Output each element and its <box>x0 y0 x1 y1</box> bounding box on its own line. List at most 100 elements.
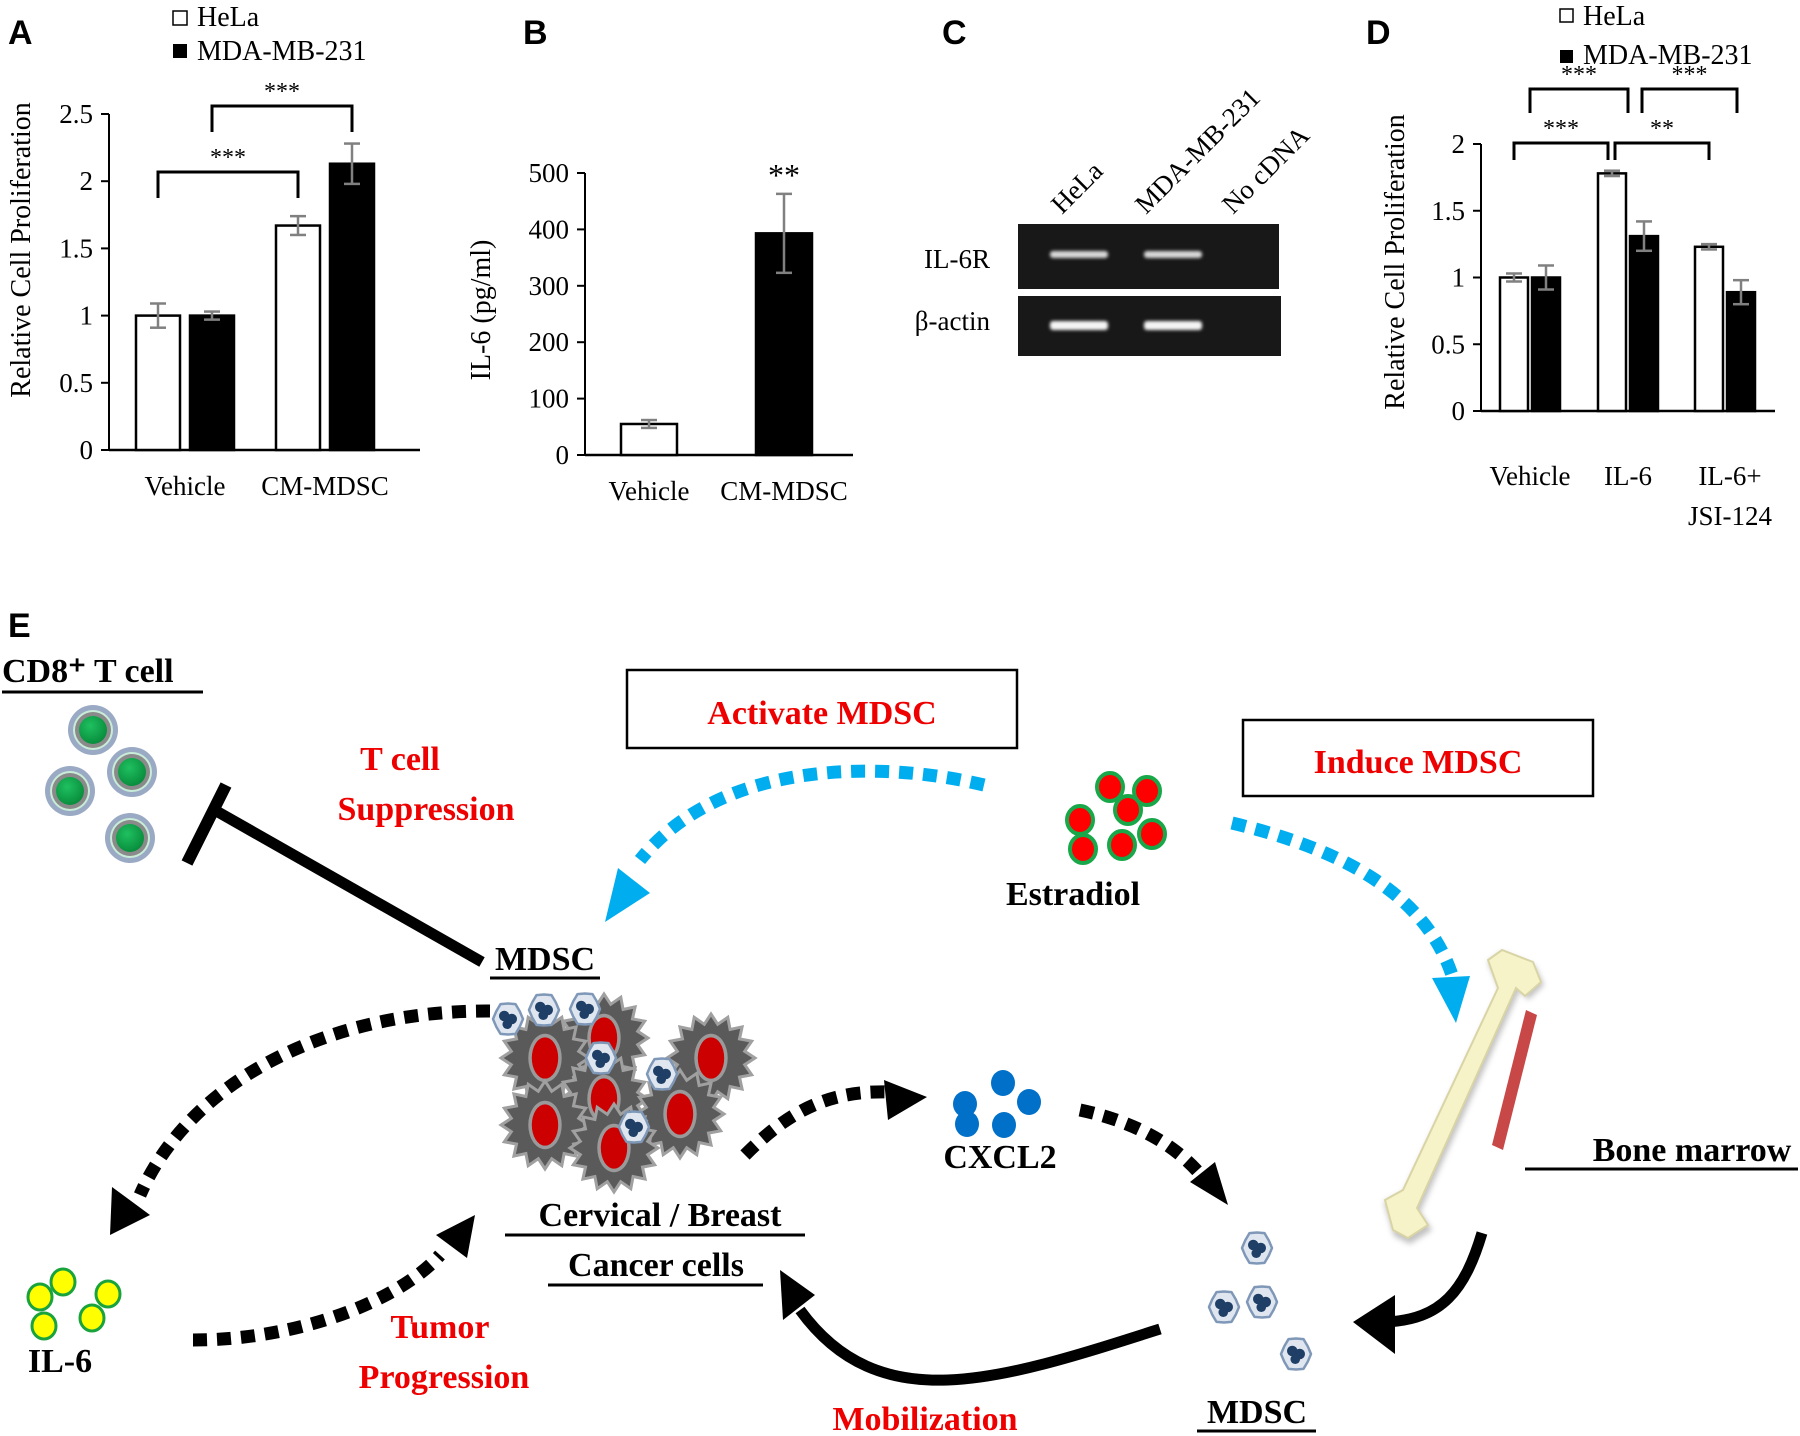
x-tick-label: IL-6 <box>1604 461 1652 491</box>
bone-marrow-cavity <box>1492 1010 1537 1150</box>
y-tick-label: 0 <box>556 440 570 470</box>
il6-icon <box>26 1267 122 1341</box>
cxcl2-to-mdsc-arrowhead-icon <box>1190 1162 1228 1205</box>
x-tick-label: JSI-124 <box>1688 501 1773 531</box>
y-tick-label: 400 <box>529 214 570 244</box>
significance-label: *** <box>1672 62 1708 88</box>
x-tick-label: IL-6+ <box>1698 461 1761 491</box>
il6-molecule <box>94 1279 122 1309</box>
significance-bracket <box>1528 87 1630 113</box>
il6-to-tumor-arrow <box>192 1250 445 1347</box>
label-activate-mdsc: Activate MDSC <box>707 695 936 732</box>
y-tick-label: 2 <box>1452 129 1466 159</box>
x-tick-label: CM-MDSC <box>720 476 848 506</box>
panel-label-c: C <box>942 14 967 52</box>
x-tick-label: Vehicle <box>609 476 690 506</box>
legend-label-mda-d: MDA-MB-231 <box>1583 40 1753 71</box>
cxcl2-to-mdsc-arrow <box>1078 1103 1211 1185</box>
cxcl2-icon <box>953 1070 1041 1138</box>
significance-bracket <box>1640 87 1739 113</box>
y-tick-label: 0.5 <box>1431 329 1465 359</box>
significance-label: *** <box>1543 116 1579 142</box>
diagram-panel-e: CD8⁺ T cell T cell Suppression Activate … <box>2 653 1798 1436</box>
activate-mdsc-box <box>625 668 1019 750</box>
cxcl2-molecule <box>991 1070 1015 1096</box>
gel-band <box>1050 251 1108 258</box>
bar-hela-0 <box>134 314 182 452</box>
label-cancer-cells: Cancer cells <box>568 1247 744 1284</box>
chart-a: HeLa MDA-MB-231 Relative Cell Proliferat… <box>6 2 420 501</box>
bone-to-mdsc-arrowhead-icon <box>1353 1295 1395 1354</box>
induce-mdsc-box <box>1241 718 1595 798</box>
il6-molecule <box>49 1267 77 1297</box>
gel-panel-c: HeLa MDA-MB-231 No cDNA IL-6R β-actin <box>915 82 1316 356</box>
label-suppression: Suppression <box>337 791 514 828</box>
gel-band <box>1144 251 1202 258</box>
bone-icon <box>1383 948 1544 1244</box>
mobilization-arrowhead-icon <box>780 1270 815 1320</box>
legend-swatch-mda-d <box>1560 50 1573 63</box>
estradiol-icon <box>1065 771 1167 865</box>
label-induce-mdsc: Induce MDSC <box>1314 744 1523 781</box>
activate-arrow <box>634 764 986 865</box>
bar-mda-mb-231-0 <box>1530 276 1562 413</box>
bar-hela-1 <box>1596 172 1628 413</box>
y-tick-label: 1 <box>80 301 94 331</box>
tumor-cluster-icon <box>491 991 758 1195</box>
bar-mda-mb-231-1 <box>1628 234 1660 413</box>
gel-row-label-il6r: IL-6R <box>924 244 990 274</box>
y-tick-label: 2.5 <box>59 99 93 129</box>
significance-label: ** <box>1650 116 1674 142</box>
bar-hela-2 <box>1693 245 1725 413</box>
gel-band <box>1144 321 1202 330</box>
mdsc-to-il6-arrow <box>134 1004 491 1198</box>
y-axis-title-a: Relative Cell Proliferation <box>6 102 37 397</box>
label-mdsc-top: MDSC <box>495 941 595 978</box>
label-cxcl2: CXCL2 <box>943 1139 1056 1176</box>
induce-arrowhead-icon <box>1432 976 1470 1023</box>
il6-molecule <box>26 1282 54 1312</box>
legend-label-mda: MDA-MB-231 <box>197 36 367 67</box>
y-axis-title-b: IL-6 (pg/ml) <box>466 240 497 381</box>
estradiol-molecule <box>1095 771 1125 803</box>
significance-bracket <box>1512 141 1610 160</box>
panel-label-d: D <box>1366 14 1391 52</box>
induce-arrow <box>1230 816 1459 978</box>
label-il6: IL-6 <box>28 1343 92 1380</box>
estradiol-molecule <box>1113 794 1143 826</box>
y-tick-label: 1.5 <box>59 233 93 263</box>
cxcl2-molecule <box>955 1111 979 1137</box>
significance-bracket <box>156 170 300 198</box>
lane-label-hela: HeLa <box>1045 156 1109 220</box>
bar-hela-1 <box>274 224 322 452</box>
significance-bracket <box>210 104 354 132</box>
y-tick-label: 2 <box>80 166 94 196</box>
il6-to-tumor-arrowhead-icon <box>436 1215 475 1258</box>
estradiol-molecule <box>1137 818 1167 850</box>
mobilization-arrow <box>795 1306 1162 1386</box>
y-tick-label: 300 <box>529 271 570 301</box>
estradiol-molecule <box>1068 833 1098 865</box>
significance-label: ** <box>768 157 800 193</box>
significance-label: *** <box>264 79 300 105</box>
panel-label-b: B <box>523 14 548 52</box>
y-tick-label: 100 <box>529 384 570 414</box>
y-tick-label: 500 <box>529 158 570 188</box>
panel-label-a: A <box>8 14 33 52</box>
panel-label-e: E <box>8 607 31 645</box>
y-tick-label: 0 <box>1452 396 1466 426</box>
bone-to-mdsc-arrow <box>1384 1231 1488 1328</box>
bar-hela-0 <box>1498 276 1530 413</box>
bar-mda-mb-231-0 <box>188 314 236 452</box>
il6-molecule <box>30 1311 58 1341</box>
bar-mda-mb-231-2 <box>1725 290 1757 413</box>
inhibition-line <box>208 803 485 967</box>
y-tick-label: 1.5 <box>1431 196 1465 226</box>
legend-swatch-hela <box>172 10 188 26</box>
gel-row-label-bactin: β-actin <box>915 306 991 336</box>
estradiol-molecule <box>1107 829 1137 861</box>
label-t-cell: T cell <box>360 741 440 778</box>
label-cervical-breast: Cervical / Breast <box>539 1197 783 1234</box>
y-tick-label: 0.5 <box>59 368 93 398</box>
